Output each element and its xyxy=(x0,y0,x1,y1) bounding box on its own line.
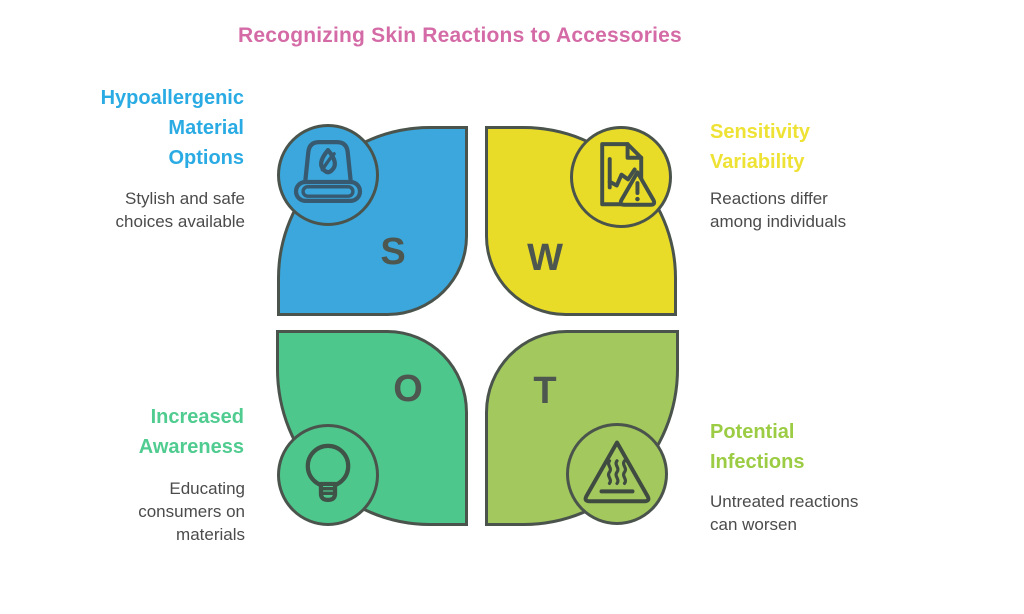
description-line: among individuals xyxy=(710,212,847,231)
hot-surface-warning-icon xyxy=(566,423,668,525)
description-line: Untreated reactions xyxy=(710,492,859,511)
description-line: can worsen xyxy=(710,515,797,534)
heading-line: Increased xyxy=(150,406,244,428)
heading-line: Material xyxy=(168,117,244,139)
heading-line: Hypoallergenic xyxy=(100,87,244,109)
heading-line: Options xyxy=(168,147,244,169)
heading-line: Sensitivity xyxy=(710,121,811,143)
weaknesses-description: Reactions differ among individuals xyxy=(710,187,940,233)
lightbulb-icon xyxy=(277,424,379,526)
fabric-leaf-icon xyxy=(277,124,379,226)
page-title: Recognizing Skin Reactions to Accessorie… xyxy=(238,24,682,47)
weaknesses-heading: Sensitivity Variability xyxy=(710,117,940,177)
opportunities-heading: Increased Awareness xyxy=(30,402,244,462)
strengths-description: Stylish and safe choices available xyxy=(30,187,245,233)
weaknesses-letter: W xyxy=(527,236,563,279)
heading-line: Infections xyxy=(710,451,805,473)
strengths-letter: S xyxy=(380,230,406,273)
threats-heading: Potential Infections xyxy=(710,417,940,477)
opportunities-letter: O xyxy=(393,367,423,410)
threats-letter: T xyxy=(533,369,557,412)
description-line: Stylish and safe xyxy=(124,189,245,208)
description-line: choices available xyxy=(115,212,245,231)
document-chart-warning-icon xyxy=(570,126,672,228)
opportunities-description: Educating consumers on materials xyxy=(30,477,245,546)
heading-line: Variability xyxy=(710,151,805,173)
description-line: materials xyxy=(176,525,245,544)
heading-line: Potential xyxy=(710,421,795,443)
description-line: Educating xyxy=(169,479,245,498)
description-line: Reactions differ xyxy=(710,189,828,208)
heading-line: Awareness xyxy=(138,436,244,458)
description-line: consumers on xyxy=(138,502,245,521)
threats-description: Untreated reactions can worsen xyxy=(710,490,940,536)
strengths-heading: Hypoallergenic Material Options xyxy=(30,83,244,173)
